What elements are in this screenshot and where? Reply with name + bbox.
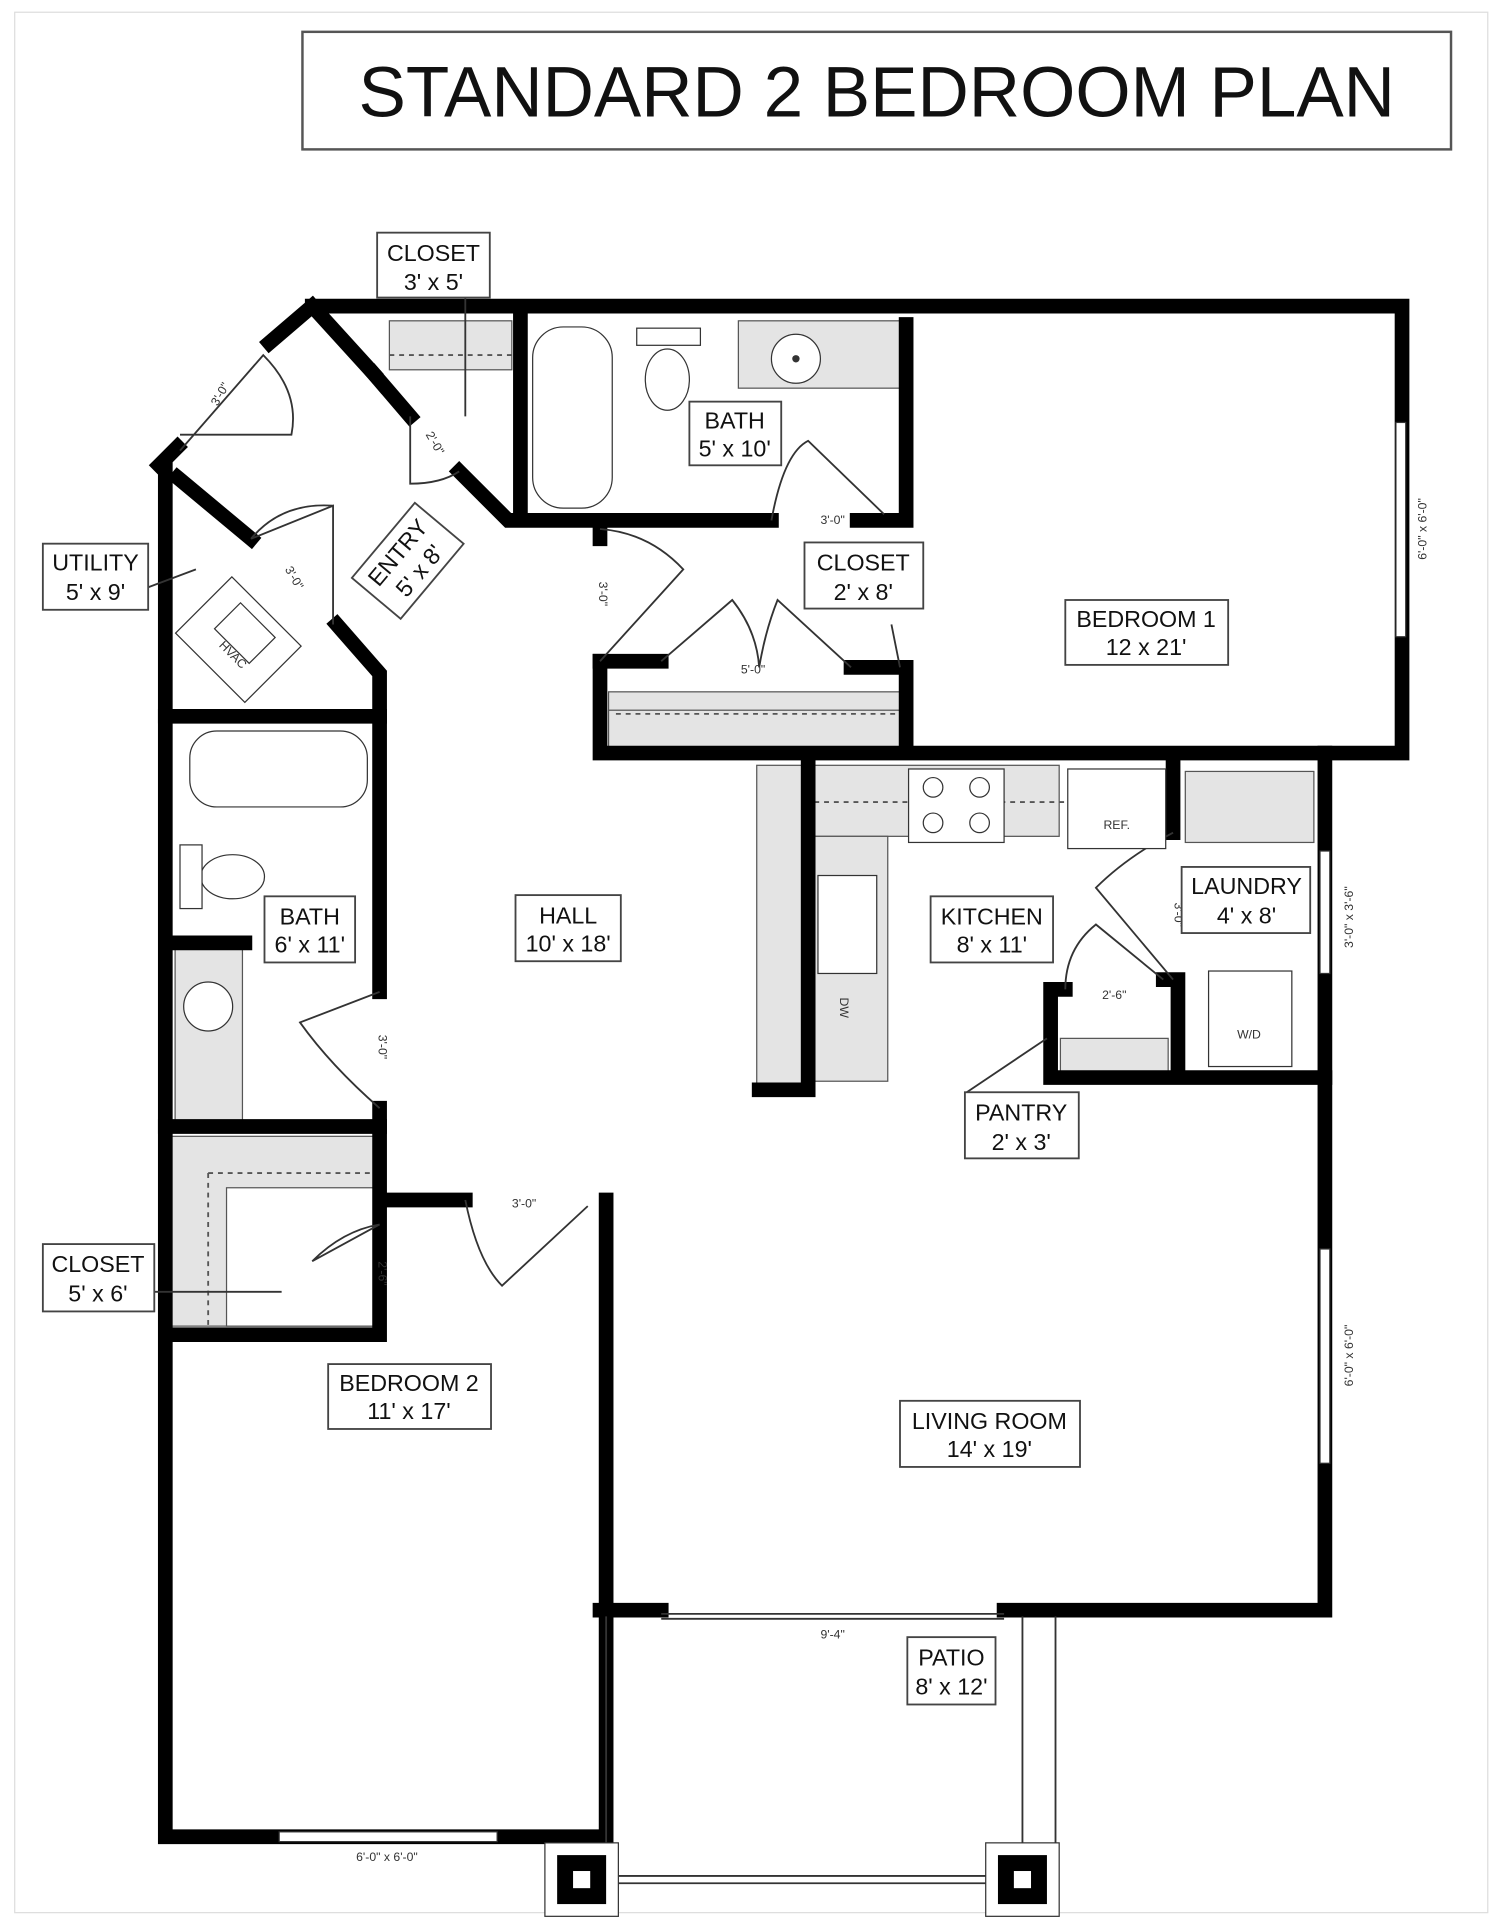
svg-text:5'-0": 5'-0" (741, 662, 765, 676)
room-label-bedroom2: BEDROOM 211' x 17' (327, 1363, 492, 1430)
svg-text:W/D: W/D (1237, 1027, 1261, 1041)
svg-text:DW: DW (837, 998, 851, 1019)
svg-text:6' x 11': 6' x 11' (275, 932, 346, 958)
svg-text:6'-0" x 6'-0": 6'-0" x 6'-0" (1342, 1325, 1356, 1387)
svg-text:3'-0": 3'-0" (375, 1035, 389, 1059)
svg-text:9'-4": 9'-4" (820, 1627, 844, 1641)
svg-text:REF.: REF. (1103, 818, 1130, 832)
svg-text:PANTRY: PANTRY (975, 1099, 1067, 1125)
svg-text:8' x 12': 8' x 12' (915, 1674, 987, 1700)
room-label-closet-entry: CLOSET 3' x 5' (376, 231, 491, 299)
svg-text:4' x 8': 4' x 8' (1217, 902, 1276, 928)
svg-text:LAUNDRY: LAUNDRY (1191, 873, 1302, 899)
room-label-patio: PATIO 8' x 12' (906, 1636, 997, 1706)
room-label-bath2: BATH 6' x 11' (263, 895, 357, 964)
svg-text:3'-0": 3'-0" (820, 513, 844, 527)
plan-title: STANDARD 2 BEDROOM PLAN (301, 30, 1453, 151)
svg-text:2' x 8': 2' x 8' (834, 579, 893, 605)
svg-text:STANDARD 2 BEDROOM PLAN: STANDARD 2 BEDROOM PLAN (358, 53, 1395, 132)
svg-text:BATH: BATH (705, 408, 765, 434)
svg-text:BEDROOM 2: BEDROOM 2 (339, 1370, 479, 1396)
svg-text:KITCHEN: KITCHEN (941, 903, 1043, 929)
svg-text:2' x 3': 2' x 3' (992, 1129, 1051, 1155)
svg-text:3'-0": 3'-0" (512, 1196, 536, 1210)
svg-text:LIVING ROOM: LIVING ROOM (912, 1408, 1067, 1434)
room-label-closet-bed1: CLOSET 2' x 8' (803, 541, 925, 610)
room-label-utility: UTILITY 5' x 9' (41, 542, 150, 611)
svg-text:5' x 9': 5' x 9' (66, 579, 125, 605)
svg-text:5' x 10': 5' x 10' (699, 436, 771, 462)
svg-text:12 x 21': 12 x 21' (1106, 634, 1187, 660)
svg-text:BATH: BATH (280, 903, 340, 929)
svg-text:3' x 5': 3' x 5' (404, 269, 463, 295)
svg-text:CLOSET: CLOSET (387, 240, 480, 266)
svg-text:BEDROOM 1: BEDROOM 1 (1076, 606, 1216, 632)
svg-text:14' x 19': 14' x 19' (947, 1436, 1032, 1462)
svg-text:8' x 11': 8' x 11' (957, 932, 1028, 958)
svg-text:6'-0" x 6'-0": 6'-0" x 6'-0" (1416, 498, 1430, 560)
room-label-bedroom1: BEDROOM 112 x 21' (1064, 599, 1230, 666)
doors-fixtures: HVAC REF. DW W/D (122, 293, 1293, 1293)
svg-text:5' x 6': 5' x 6' (68, 1281, 127, 1307)
walls (148, 295, 1410, 1845)
svg-text:10' x 18': 10' x 18' (526, 930, 611, 956)
room-label-laundry: LAUNDRY 4' x 8' (1180, 866, 1312, 934)
room-label-kitchen: KITCHEN 8' x 11' (929, 895, 1054, 964)
svg-text:HALL: HALL (539, 902, 597, 928)
svg-text:PATIO: PATIO (918, 1644, 984, 1670)
svg-text:CLOSET: CLOSET (51, 1251, 144, 1277)
svg-text:11' x 17': 11' x 17' (367, 1398, 450, 1424)
svg-text:UTILITY: UTILITY (52, 550, 139, 576)
room-label-pantry: PANTRY 2' x 3' (963, 1091, 1080, 1160)
svg-text:3'-0": 3'-0" (596, 582, 610, 606)
svg-text:6'-0" x 6'-0": 6'-0" x 6'-0" (356, 1850, 418, 1864)
room-label-closet-bed2: CLOSET 5' x 6' (41, 1243, 156, 1313)
svg-text:2'-6": 2'-6" (1102, 988, 1126, 1002)
svg-text:3'-0" x 3'-6": 3'-0" x 3'-6" (1342, 886, 1356, 948)
windows (278, 421, 1407, 1917)
svg-text:CLOSET: CLOSET (817, 550, 910, 576)
svg-text:2'-6": 2'-6" (375, 1261, 389, 1285)
